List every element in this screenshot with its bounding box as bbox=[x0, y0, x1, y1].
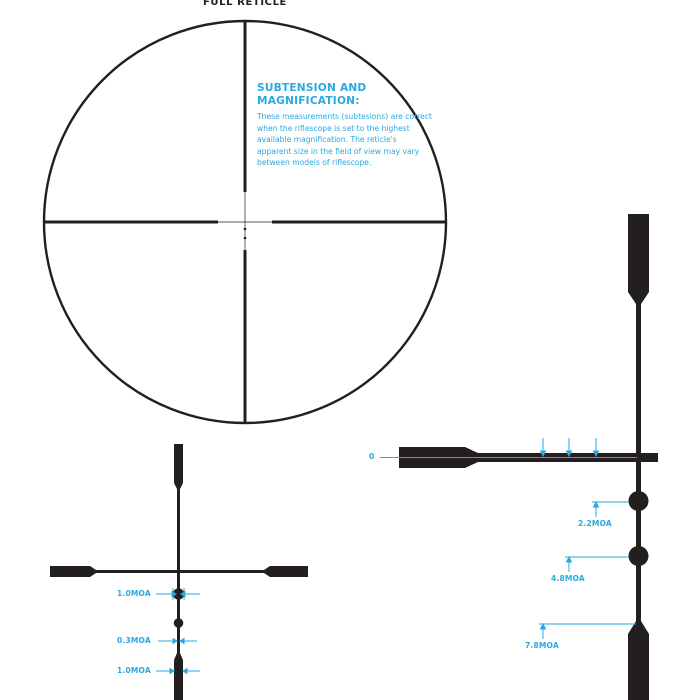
subtension-note: SUBTENSION AND MAGNIFICATION: These meas… bbox=[257, 82, 432, 169]
diagram-title: FULL RETICLE bbox=[203, 0, 287, 8]
dot-size-label: 1.0MOA bbox=[117, 589, 151, 598]
note-body: These measurements (subtesions) are corr… bbox=[257, 112, 432, 167]
holdover-label-2: 4.8MOA bbox=[551, 574, 585, 583]
thick-post-label: 1.0MOA bbox=[117, 666, 151, 675]
thin-post-label: 0.3MOA bbox=[117, 636, 151, 645]
zero-label: 0 bbox=[369, 452, 375, 461]
holdover-label-1: 2.2MOA bbox=[578, 519, 612, 528]
note-heading: SUBTENSION AND MAGNIFICATION: bbox=[257, 82, 367, 107]
holdover-label-3: 7.8MOA bbox=[525, 641, 559, 650]
